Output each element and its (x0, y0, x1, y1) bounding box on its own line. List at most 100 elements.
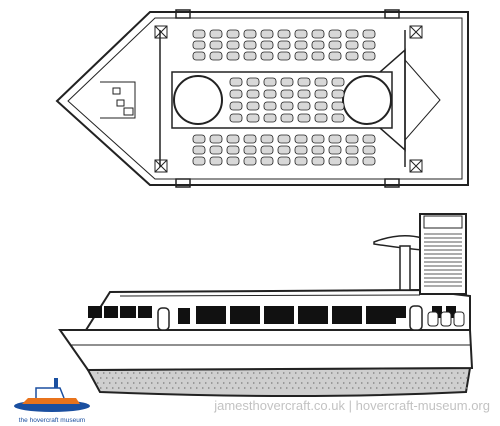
skirt-dot (180, 382, 183, 384)
skirt-dot (360, 382, 363, 384)
skirt-dot (195, 387, 198, 389)
skirt-dot (285, 377, 288, 379)
skirt-dot (123, 377, 126, 379)
skirt (86, 366, 472, 397)
skirt-dot (216, 382, 219, 384)
skirt-dot (255, 387, 258, 389)
skirt-dot (366, 372, 369, 374)
skirt-dot (435, 387, 438, 389)
skirt-dot (375, 377, 378, 379)
skirt-dot (270, 382, 273, 384)
seat (331, 101, 345, 111)
seat (280, 101, 294, 111)
seat (277, 29, 291, 39)
skirt-dot (312, 382, 315, 384)
skirt-dot (201, 387, 204, 389)
skirt-dot (348, 372, 351, 374)
skirt-dot (189, 387, 192, 389)
skirt-dot (117, 387, 120, 389)
hull (58, 329, 474, 372)
cabin-roofline (119, 294, 421, 297)
skirt-dot (162, 382, 165, 384)
stern-bumps (427, 311, 465, 327)
seat (297, 89, 311, 99)
seat (345, 29, 359, 39)
skirt-dot (309, 387, 312, 389)
seat (311, 145, 325, 155)
skirt-dot (198, 382, 201, 384)
skirt-dot (222, 372, 225, 374)
seat (263, 101, 277, 111)
skirt-dot (345, 377, 348, 379)
skirt-dot (432, 372, 435, 374)
seat (314, 101, 328, 111)
skirt-dot (429, 387, 432, 389)
skirt-dot (357, 377, 360, 379)
skirt-dot (393, 377, 396, 379)
skirt-dot (459, 377, 462, 379)
skirt-dot (336, 382, 339, 384)
skirt-dot (108, 372, 111, 374)
skirt-dot (459, 387, 462, 389)
seat (280, 89, 294, 99)
skirt-dot (99, 377, 102, 379)
skirt-dot (96, 382, 99, 384)
seat (280, 77, 294, 87)
skirt-dot (219, 377, 222, 379)
skirt-dot (336, 372, 339, 374)
stern-fitting (427, 311, 439, 327)
skirt-dot (189, 377, 192, 379)
skirt-dot (102, 372, 105, 374)
seat (277, 156, 291, 166)
skirt-dot (399, 377, 402, 379)
skirt-dot (111, 377, 114, 379)
skirt-dot (369, 387, 372, 389)
skirt-dot (444, 372, 447, 374)
skirt-dot (426, 382, 429, 384)
seat (260, 40, 274, 50)
skirt-dot (120, 372, 123, 374)
seat (226, 145, 240, 155)
skirt-dot (342, 372, 345, 374)
skirt-dot (126, 372, 129, 374)
seat (277, 40, 291, 50)
seat (362, 40, 376, 50)
bollard-group (175, 9, 400, 188)
seat (263, 77, 277, 87)
skirt-dot (420, 372, 423, 374)
skirt-dot (246, 372, 249, 374)
skirt-dot (417, 387, 420, 389)
window (88, 306, 102, 318)
seat (226, 134, 240, 144)
skirt-dot (168, 382, 171, 384)
skirt-dot (273, 377, 276, 379)
skirt-dot (444, 382, 447, 384)
seat-blocks (192, 29, 376, 166)
skirt-dot (105, 387, 108, 389)
skirt-dot (144, 372, 147, 374)
skirt-dot (138, 382, 141, 384)
skirt-dot (387, 387, 390, 389)
seat (209, 29, 223, 39)
skirt-dot (297, 377, 300, 379)
seat (297, 101, 311, 111)
seat (314, 89, 328, 99)
skirt-dot (363, 377, 366, 379)
seat (297, 77, 311, 87)
seat (294, 156, 308, 166)
window (372, 306, 386, 318)
skirt-dot (192, 372, 195, 374)
pylon-strut (399, 245, 411, 291)
skirt-dot (282, 382, 285, 384)
skirt-dot (429, 377, 432, 379)
skirt-dot (147, 377, 150, 379)
skirt-dot (405, 377, 408, 379)
plan-hull-inner-outline (67, 17, 463, 180)
skirt-dot (372, 382, 375, 384)
plan-view (55, 9, 469, 188)
skirt-dot (186, 382, 189, 384)
seat (280, 113, 294, 123)
aft-door (409, 305, 423, 331)
seat (362, 134, 376, 144)
seat (331, 77, 345, 87)
